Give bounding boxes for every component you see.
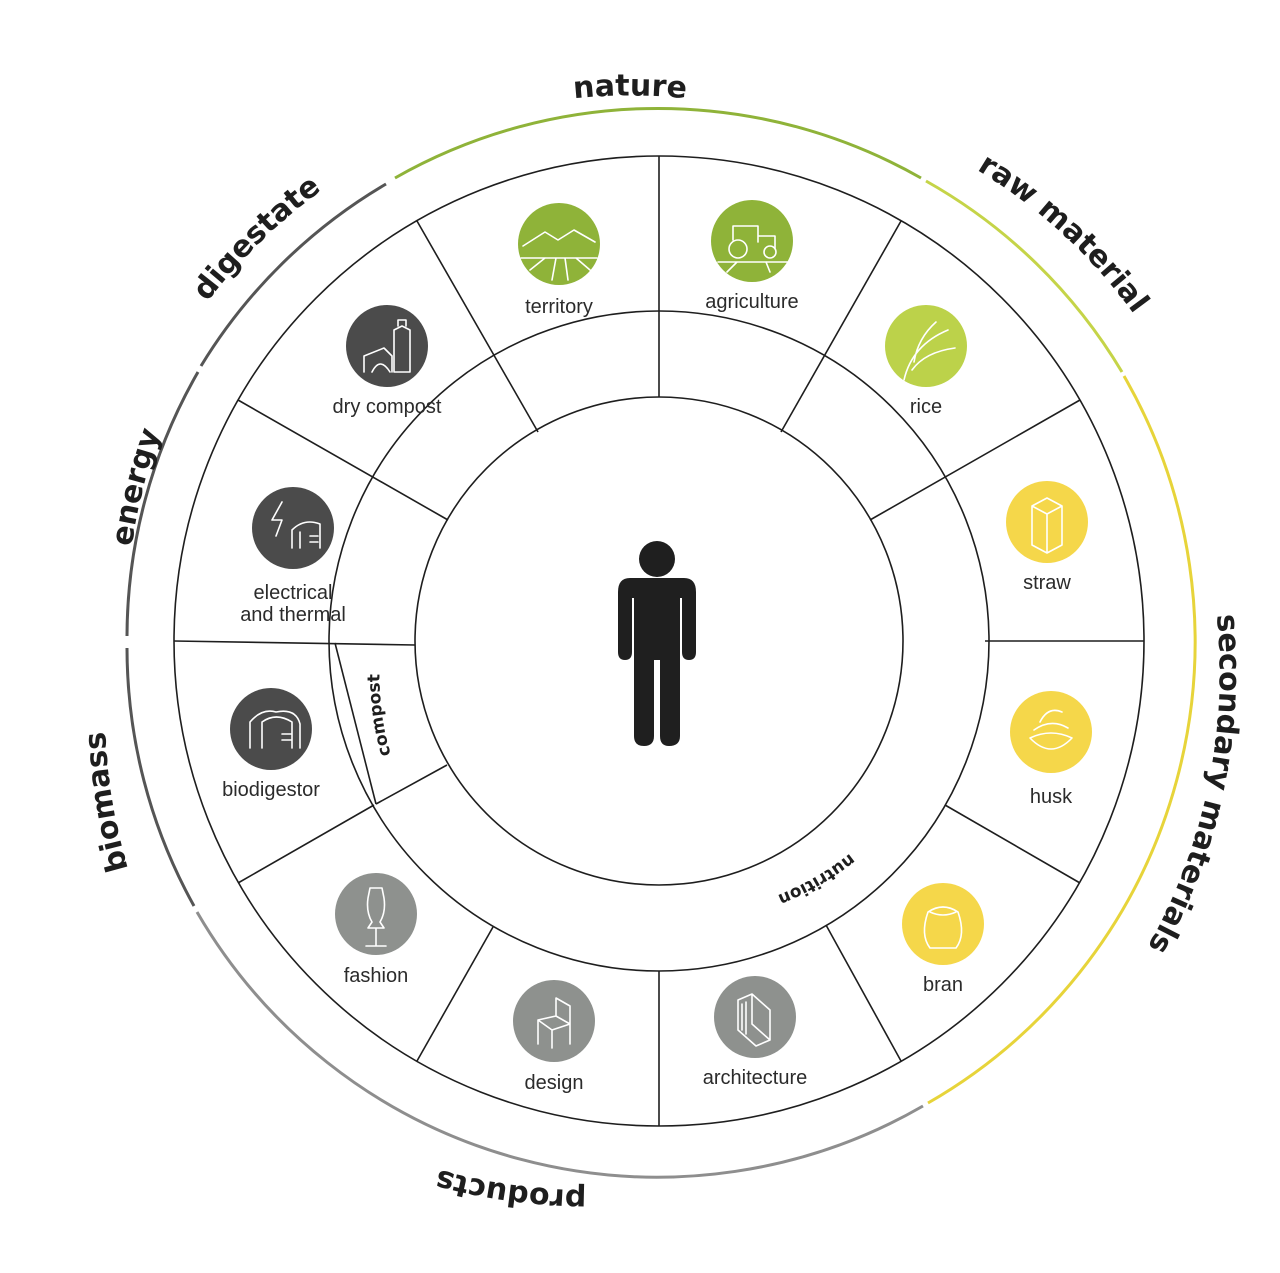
husk-icon [1010, 691, 1092, 773]
biodigestor-icon [230, 688, 312, 770]
outer-arc-energy [125, 371, 200, 637]
bran-sack-icon [902, 883, 984, 965]
outer-arc-biomass [125, 647, 196, 907]
bran-label: bran [923, 974, 963, 996]
outer-label-nature: nature [572, 68, 689, 106]
tractor-icon [711, 200, 793, 282]
agriculture-segment: agriculture [705, 200, 799, 313]
dry-compost-label: dry compost [333, 396, 442, 418]
agriculture-label: agriculture [705, 291, 798, 313]
landscape-icon [518, 203, 600, 285]
outer-arc-nature [394, 107, 922, 180]
design-label: design [525, 1072, 584, 1094]
inner-label-compost: compost [365, 674, 396, 759]
straw-segment: straw [1006, 481, 1088, 594]
biodigestor-label: biodigestor [222, 779, 320, 801]
electrical-label-line2: and thermal [240, 604, 346, 626]
chair-icon [513, 980, 595, 1062]
straw-label: straw [1023, 572, 1071, 594]
design-segment: design [513, 980, 595, 1094]
fashion-segment: fashion [335, 873, 417, 987]
outer-label-digestate: digestate [186, 168, 327, 306]
architecture-label: architecture [703, 1067, 808, 1089]
compost-silo-icon [346, 305, 428, 387]
outer-label-biomass: biomass [78, 731, 136, 876]
electrical-thermal-segment: electrical and thermal [240, 487, 346, 626]
outer-arc-raw-material [925, 179, 1124, 373]
outer-arc-digestate [199, 182, 387, 367]
outer-label-energy: energy [105, 423, 168, 548]
inner-label-nutrition: nutrition [775, 849, 859, 909]
rice-label: rice [910, 396, 942, 418]
rice-plant-icon [885, 305, 967, 387]
outer-arc-secondary [927, 375, 1197, 1105]
territory-label: territory [525, 296, 593, 318]
husk-segment: husk [1010, 691, 1092, 808]
electrical-label-line1: electrical [254, 582, 333, 604]
territory-segment: territory [518, 203, 600, 318]
fashion-label: fashion [344, 965, 409, 987]
building-icon [714, 976, 796, 1058]
outer-arc-products [195, 911, 924, 1179]
rice-segment: rice [885, 305, 967, 418]
biodigestor-segment: biodigestor [222, 688, 320, 801]
architecture-segment: architecture [703, 976, 808, 1089]
segment-dividers [173, 156, 1144, 1126]
bran-segment: bran [902, 883, 984, 996]
husk-label: husk [1030, 786, 1073, 808]
mannequin-icon [335, 873, 417, 955]
person-icon [618, 541, 696, 746]
dry-compost-segment: dry compost [333, 305, 442, 418]
